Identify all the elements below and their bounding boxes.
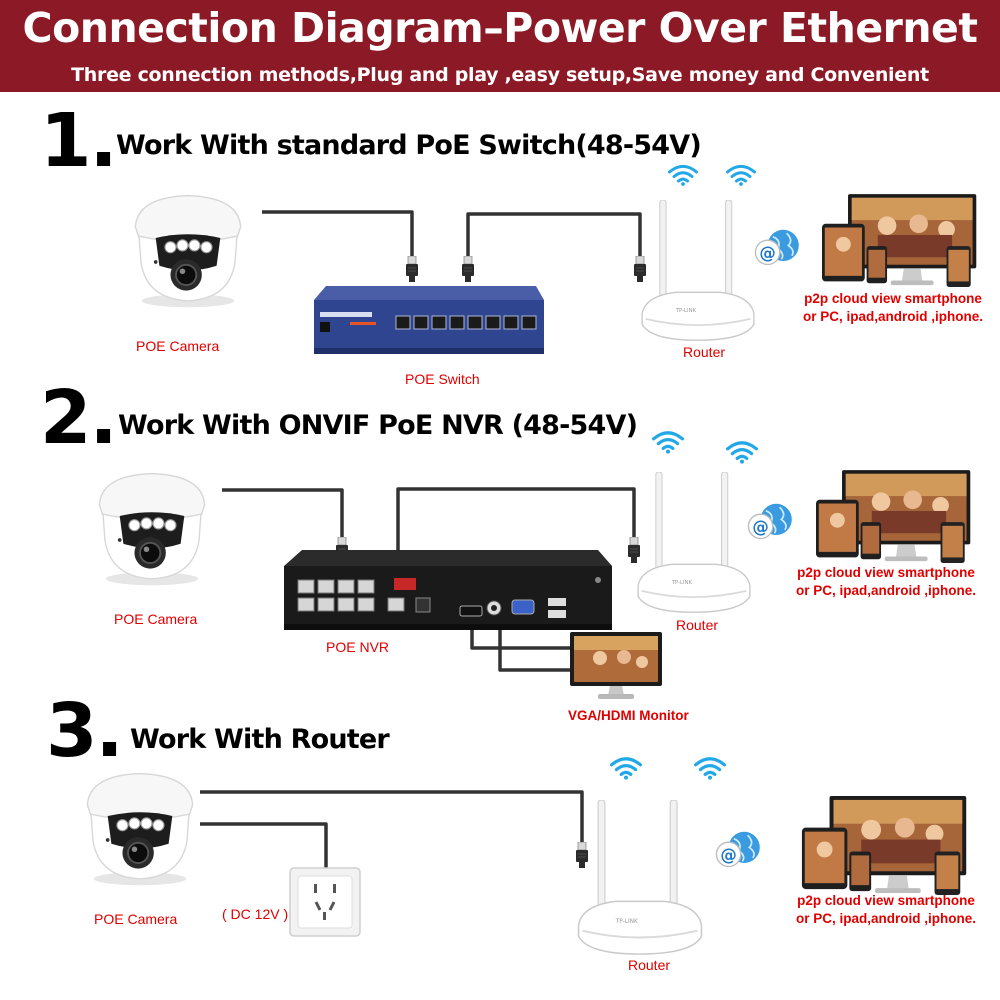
router-2-label: Router xyxy=(676,617,719,633)
router-3 xyxy=(576,800,704,956)
multi-device-icon xyxy=(816,468,974,566)
section-2-title: Work With ONVIF PoE NVR (48-54V) xyxy=(118,410,638,441)
wifi-router-icon xyxy=(636,472,752,614)
section-2-number: 2. xyxy=(40,375,118,461)
cable-camera-switch xyxy=(262,210,414,262)
devices-2 xyxy=(816,468,974,566)
power-label: ( DC 12V ) xyxy=(222,906,289,922)
monitor-label: VGA/HDMI Monitor xyxy=(568,708,689,723)
wifi-signal-icon xyxy=(652,428,684,456)
power-outlet xyxy=(289,867,361,937)
devices-1 xyxy=(822,192,980,290)
camera-3 xyxy=(80,768,200,888)
cloud-view-3-label: p2p cloud view smartphone or PC, ipad,an… xyxy=(786,892,986,927)
dome-camera-icon xyxy=(80,768,200,888)
monitor xyxy=(570,632,662,700)
power-outlet-icon xyxy=(289,867,361,937)
globe-at-icon xyxy=(713,830,765,870)
router-2 xyxy=(636,472,752,614)
poe-nvr-label: POE NVR xyxy=(326,639,390,655)
cable-camera-router xyxy=(200,790,584,848)
cloud-view-line1: p2p cloud view smartphone xyxy=(804,291,982,306)
camera-3-label: POE Camera xyxy=(94,911,178,927)
wifi-router-icon xyxy=(576,800,704,956)
cloud-view-line1: p2p cloud view smartphone xyxy=(797,893,975,908)
dome-camera-icon xyxy=(92,468,212,588)
cloud-view-line2: or PC, ipad,android ,iphone. xyxy=(795,582,976,598)
cloud-view-1-label: p2p cloud view smartphone or PC, ipad,an… xyxy=(793,290,993,325)
rj45-connector-icon xyxy=(461,256,475,282)
section-1-title: Work With standard PoE Switch(48-54V) xyxy=(116,130,702,161)
cable-switch-router xyxy=(466,212,642,262)
multi-device-icon xyxy=(822,192,980,290)
poe-nvr xyxy=(284,550,612,632)
rj45-connector-icon xyxy=(405,256,419,282)
internet-1 xyxy=(752,228,804,268)
cloud-view-2-label: p2p cloud view smartphone or PC, ipad,an… xyxy=(786,564,986,599)
cable-camera-nvr xyxy=(222,488,344,543)
dome-camera-icon xyxy=(128,190,248,310)
router-1 xyxy=(640,200,756,342)
section-3-number: 3. xyxy=(46,688,124,774)
page-title: Connection Diagram–Power Over Ethernet xyxy=(22,4,978,52)
camera-2-label: POE Camera xyxy=(114,611,198,627)
globe-at-icon xyxy=(745,502,797,542)
globe-at-icon xyxy=(752,228,804,268)
monitor-icon xyxy=(570,632,662,699)
wifi-signal-icon xyxy=(610,754,642,782)
section-1-number: 1. xyxy=(40,98,118,184)
camera-1 xyxy=(128,190,248,310)
header-banner: Connection Diagram–Power Over Ethernet T… xyxy=(0,0,1000,92)
cloud-view-line2: or PC, ipad,android ,iphone. xyxy=(802,308,983,324)
internet-3 xyxy=(713,830,765,870)
wifi-signal-icon xyxy=(726,162,756,188)
page-subtitle: Three connection methods,Plug and play ,… xyxy=(71,64,929,86)
wifi-signal-icon xyxy=(668,162,698,188)
router-3-label: Router xyxy=(628,957,671,973)
internet-2 xyxy=(745,502,797,542)
devices-3 xyxy=(800,794,972,898)
nvr-recorder-icon xyxy=(284,550,612,630)
cloud-view-line2: or PC, ipad,android ,iphone. xyxy=(795,910,976,926)
poe-switch-label: POE Switch xyxy=(405,371,480,387)
camera-2 xyxy=(92,468,212,588)
camera-1-label: POE Camera xyxy=(136,338,220,354)
wifi-signal-icon xyxy=(694,754,726,782)
poe-switch-icon xyxy=(314,286,544,354)
wifi-signal-icon xyxy=(726,438,758,466)
poe-switch xyxy=(314,286,544,358)
cloud-view-line1: p2p cloud view smartphone xyxy=(797,565,975,580)
wifi-router-icon xyxy=(640,200,756,342)
multi-device-icon xyxy=(800,794,972,898)
section-3-title: Work With Router xyxy=(130,724,390,755)
router-1-label: Router xyxy=(683,344,726,360)
